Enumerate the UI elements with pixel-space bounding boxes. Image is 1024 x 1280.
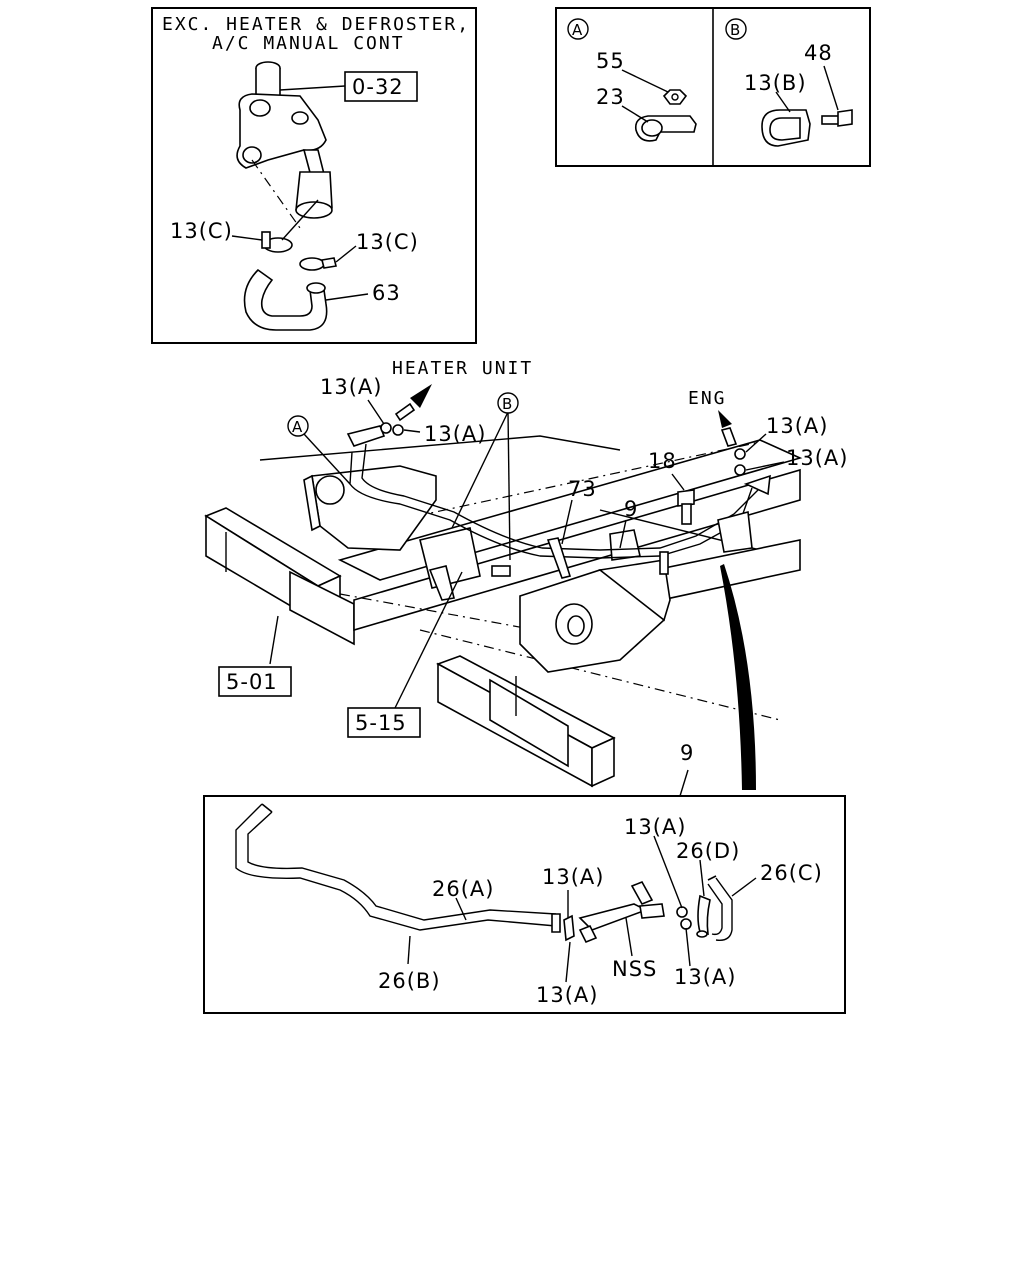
clip-73	[546, 537, 572, 579]
label-26d: 26(D)	[676, 839, 740, 863]
detail-a-letter: A	[572, 21, 583, 39]
label-13a-inset-top-right: 13(A)	[624, 815, 686, 839]
detail-b-marker: B	[725, 18, 747, 40]
label-13a-main-3: 13(A)	[766, 414, 828, 438]
marker-a-main: A	[287, 415, 309, 437]
ref-box-5-01[interactable]: 5-01	[218, 666, 292, 697]
label-23: 23	[596, 85, 625, 109]
clamp-13a-main-1	[380, 422, 392, 434]
clamp-13a-main-2	[392, 424, 404, 436]
heater-tube-9	[346, 425, 771, 577]
spring-bracket-left	[303, 465, 481, 601]
tube-26a-26b	[235, 803, 561, 933]
label-eng: ENG	[688, 388, 727, 409]
hose-26d	[696, 894, 711, 938]
label-13a-main-1: 13(A)	[320, 375, 382, 399]
label-13a-inset-bottom-right: 13(A)	[674, 965, 736, 989]
label-26b: 26(B)	[378, 969, 441, 993]
label-13b: 13(B)	[744, 71, 807, 95]
label-9-inset: 9	[680, 741, 694, 765]
heater-valve-drawing	[236, 61, 346, 229]
arrow-eng	[718, 410, 738, 447]
label-9-main: 9	[624, 497, 638, 521]
ref-5-01-label: 5-01	[226, 670, 278, 694]
label-13a-inset-bottom-left: 13(A)	[536, 983, 598, 1007]
clamp-13c-left	[231, 231, 293, 253]
label-63: 63	[372, 281, 401, 305]
clip-23	[621, 105, 697, 142]
arrow-heater-unit	[394, 384, 432, 422]
ref-0-32-label: 0-32	[352, 75, 404, 99]
clamps-13a-inset-right	[676, 906, 692, 930]
bolt-18	[677, 489, 695, 525]
inset-tube-detail: 9	[203, 741, 846, 1014]
label-13c-right: 13(C)	[356, 230, 419, 254]
label-55: 55	[596, 49, 625, 73]
label-48: 48	[804, 41, 833, 65]
marker-b-main: B	[497, 392, 519, 414]
ref-5-15-label: 5-15	[355, 711, 407, 735]
label-26c: 26(C)	[760, 861, 823, 885]
inset-caption-line2: A/C MANUAL CONT	[212, 33, 405, 54]
nut-55	[621, 69, 688, 105]
nss-bracket	[578, 880, 665, 944]
main-chassis-assembly: A B 5-01 5-15 HEATER UNIT ENG 13(A) 13(A…	[204, 358, 848, 790]
crossmember-left	[204, 507, 355, 646]
detail-b-letter: B	[730, 21, 740, 39]
label-13a-inset-top-left: 13(A)	[542, 865, 604, 889]
label-13c-left: 13(C)	[170, 219, 233, 243]
label-13a-main-4: 13(A)	[786, 446, 848, 470]
clamp-13c-right	[299, 245, 357, 271]
clip-13b	[761, 91, 811, 147]
tube-26c	[707, 875, 733, 941]
clamps-13a-inset-left	[563, 914, 575, 942]
clamp-13a-main-4	[734, 464, 746, 476]
label-13a-main-2: 13(A)	[424, 422, 486, 446]
marker-b-main-letter: B	[502, 395, 512, 413]
label-73: 73	[568, 477, 597, 501]
label-18: 18	[648, 449, 677, 473]
clamp-13a-main-3	[734, 448, 746, 460]
sweep-arrow	[720, 564, 756, 790]
ref-box-0-32[interactable]: 0-32	[344, 71, 418, 102]
detail-a-marker: A	[567, 18, 589, 40]
label-26a: 26(A)	[432, 877, 494, 901]
inset-caption-line1: EXC. HEATER & DEFROSTER,	[162, 14, 470, 35]
bolt-48	[821, 65, 853, 127]
label-nss: NSS	[612, 957, 657, 981]
spring-bracket-right	[519, 529, 671, 673]
crossmember-right	[436, 655, 616, 788]
marker-a-main-letter: A	[292, 418, 303, 436]
inset-detail-a-b: A B 55 23 48	[555, 7, 871, 167]
ref-box-5-15[interactable]: 5-15	[347, 707, 421, 738]
label-heater-unit: HEATER UNIT	[392, 358, 533, 379]
inset-heater-valve: EXC. HEATER & DEFROSTER, A/C MANUAL CONT…	[151, 7, 477, 344]
